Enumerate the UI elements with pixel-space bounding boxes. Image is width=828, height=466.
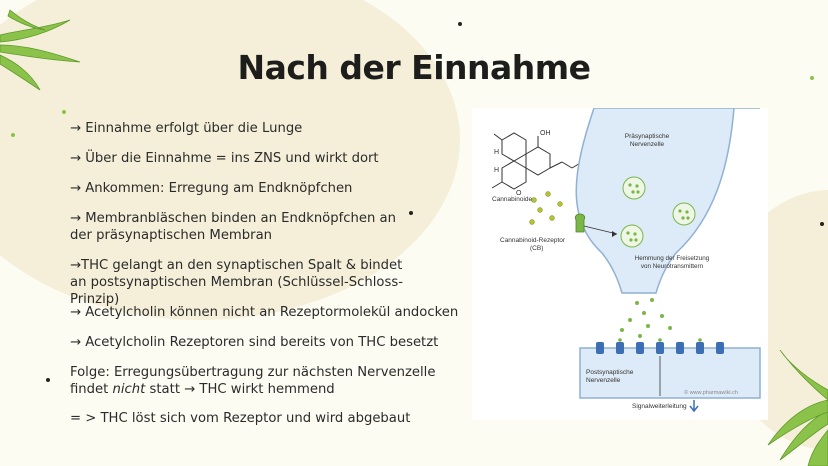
bullet-item: → Acetylcholin Rezeptoren sind bereits v…: [70, 335, 439, 350]
vesicle-icon: [620, 176, 696, 248]
o-label: O: [516, 190, 522, 197]
page-title: Nach der Einnahme: [237, 48, 591, 87]
cannabis-leaf-icon: [0, 9, 81, 91]
h-label: H: [494, 149, 499, 156]
postsynaptic-label: Postsynaptische: [586, 369, 634, 376]
h-label: H: [494, 167, 499, 174]
synapse-diagram: OH H H O Präsynaptische Nervenzelle: [491, 108, 761, 413]
oh-label: OH: [540, 130, 551, 137]
watermark: © www.pharmawiki.ch: [684, 389, 738, 396]
bullet-item: → Acetylcholin können nicht an Rezeptorm…: [70, 305, 459, 320]
decor-dot: [11, 133, 15, 137]
decor-dot: [820, 222, 824, 226]
receptor-icon: [596, 342, 724, 354]
arrow-down-icon: [689, 400, 699, 413]
bullet-item: Folge: Erregungsübertragung zur nächsten…: [70, 364, 470, 398]
cannabinoide-label: Cannabinoide: [492, 196, 533, 203]
decor-dot: [458, 22, 462, 26]
signal-label: Signalweiterleitung: [632, 403, 687, 410]
synapse-figure: OH H H O Präsynaptische Nervenzelle: [472, 108, 768, 420]
inhibition-label: Hemmung der Freisetzung: [635, 255, 710, 262]
background-blob: [0, 0, 460, 320]
receptor-icon: [574, 213, 586, 233]
bullet-item: → Über die Einnahme = ins ZNS und wirkt …: [70, 151, 379, 166]
receptor-label: Cannabinoid-Rezeptor: [500, 237, 566, 244]
bullet-emphasis: nicht: [112, 382, 146, 397]
bullet-item: → Membranbläschen binden an Endknöpfchen…: [70, 211, 396, 243]
inhibition-label: von Neurotransmittern: [641, 263, 704, 270]
postsynaptic-label: Nervenzelle: [586, 377, 621, 384]
decor-dot: [46, 378, 50, 382]
presynaptic-label: Nervenzelle: [630, 141, 665, 148]
bullet-item: → Einnahme erfolgt über die Lunge: [70, 121, 303, 136]
decor-dot: [409, 211, 413, 215]
decor-dot: [62, 110, 66, 114]
decor-dot: [810, 76, 814, 80]
bullet-item: = > THC löst sich vom Rezeptor und wird …: [70, 411, 411, 426]
bullet-item: → Ankommen: Erregung am Endknöpfchen: [70, 181, 353, 196]
receptor-label: (CB): [530, 245, 543, 252]
postsynaptic-cell: [579, 347, 761, 399]
cannabis-leaf-icon: [767, 350, 828, 466]
bullet-text: statt → THC wirkt hemmend: [145, 382, 335, 397]
bullet-text: Folge: Erregungsübertragung zur nächsten…: [70, 365, 436, 397]
bullet-item: →THC gelangt an den synaptischen Spalt &…: [70, 258, 403, 307]
presynaptic-cell: [575, 108, 760, 294]
presynaptic-label: Präsynaptische: [625, 133, 670, 140]
